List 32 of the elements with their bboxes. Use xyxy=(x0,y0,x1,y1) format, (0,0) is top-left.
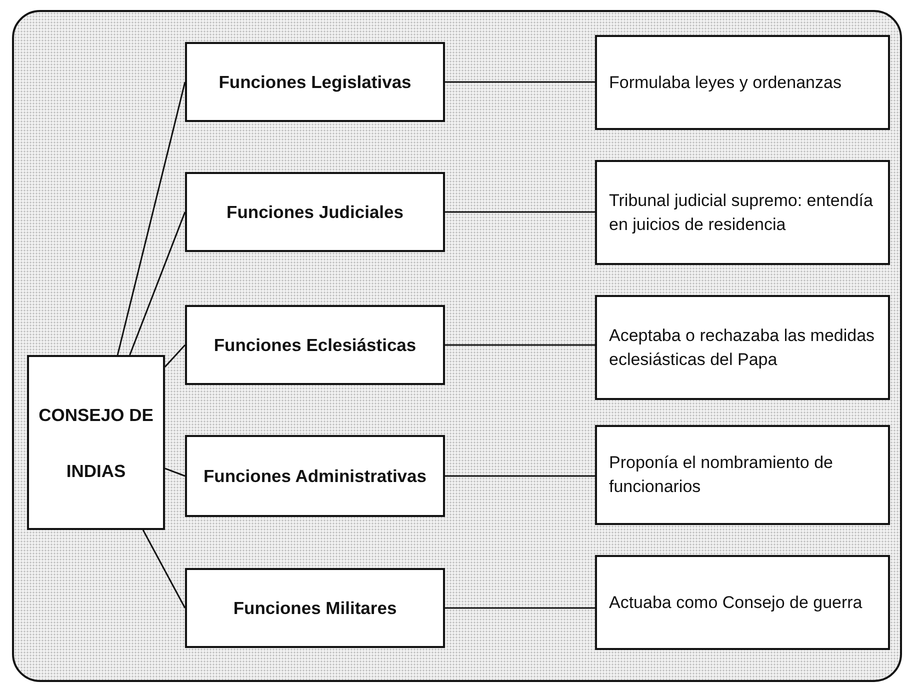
description-box xyxy=(595,160,890,265)
function-box xyxy=(185,305,445,385)
connector-line xyxy=(142,530,186,608)
council-title: CONSEJO DE INDIAS xyxy=(38,404,154,482)
function-box xyxy=(185,172,445,252)
description-text: Formulaba leyes y ordenanzas xyxy=(609,72,842,94)
connector-line xyxy=(445,81,595,83)
description-box xyxy=(595,35,890,130)
function-box xyxy=(185,435,445,517)
description-box xyxy=(595,295,890,400)
function-title: Funciones Eclesiásticas xyxy=(214,334,416,357)
function-title: Funciones Administrativas xyxy=(203,465,426,488)
connector-line xyxy=(445,344,595,346)
connector-line xyxy=(164,468,186,477)
connector-line xyxy=(445,211,595,213)
council-box xyxy=(27,355,165,530)
connector-line xyxy=(164,344,186,368)
description-text: Actuaba como Consejo de guerra xyxy=(609,592,862,614)
function-title: Funciones Judiciales xyxy=(226,201,404,224)
description-text: Tribunal judicial supremo: entendía en juicios de residencia xyxy=(609,190,874,236)
connector-line xyxy=(116,82,186,356)
function-title: Funciones Militares xyxy=(233,597,397,620)
connector-line xyxy=(445,607,595,609)
connector-line xyxy=(445,475,595,477)
description-text: Proponía el nombramiento de funcionarios xyxy=(609,452,834,498)
connector-line xyxy=(129,212,186,356)
function-title: Funciones Legislativas xyxy=(218,71,412,94)
description-text: Aceptaba o rechazaba las medidas eclesiásticas del Papa xyxy=(609,324,876,370)
function-box xyxy=(185,568,445,648)
function-box xyxy=(185,42,445,122)
description-box xyxy=(595,555,890,650)
description-box xyxy=(595,425,890,525)
